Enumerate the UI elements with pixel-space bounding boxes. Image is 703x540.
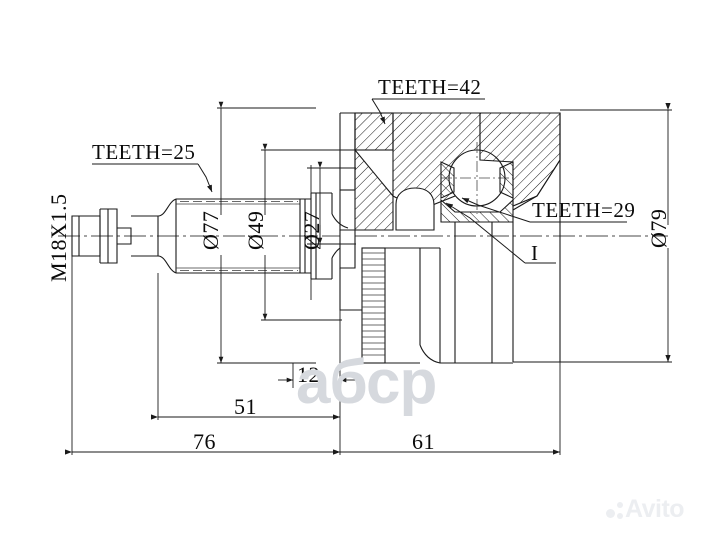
label-dim-51: 51	[234, 394, 257, 419]
outer-housing	[479, 112, 561, 363]
dim-12	[278, 310, 355, 388]
dim-dia27	[307, 161, 356, 300]
label-dim-61: 61	[412, 429, 435, 454]
dim-76	[64, 256, 341, 455]
label-dia-27: Ø27	[299, 210, 324, 250]
label-thread-m18: M18X1.5	[46, 193, 71, 282]
label-dim-76: 76	[193, 429, 216, 454]
dim-51	[150, 273, 341, 420]
label-dia-79: Ø79	[646, 208, 671, 248]
dim-dia77	[217, 101, 316, 364]
label-teeth-29: TEETH=29	[532, 198, 636, 222]
leader-teeth25	[92, 163, 213, 193]
shaft-body	[131, 192, 349, 280]
watermark-center: абср	[296, 348, 437, 417]
boot-seat	[420, 222, 493, 363]
threaded-stub	[71, 208, 132, 264]
abs-tone-ring	[339, 247, 513, 364]
label-teeth-25: TEETH=25	[92, 140, 196, 164]
watermark-avito: Avito	[625, 495, 685, 523]
leader-teeth42	[371, 98, 485, 125]
ball-bearing	[440, 142, 514, 223]
leader-teeth29	[461, 197, 627, 223]
dim-61	[332, 362, 561, 455]
label-dia-77: Ø77	[198, 210, 223, 250]
label-detail-mark-i: I	[531, 241, 539, 265]
dim-dia49	[261, 143, 342, 321]
inner-race-lobe	[339, 187, 435, 269]
label-dim-12: 12	[297, 362, 320, 387]
label-teeth-42: TEETH=42	[378, 75, 482, 99]
dim-dia79	[560, 102, 672, 363]
leader-detail-i	[445, 202, 556, 264]
label-dia-49: Ø49	[243, 210, 268, 250]
